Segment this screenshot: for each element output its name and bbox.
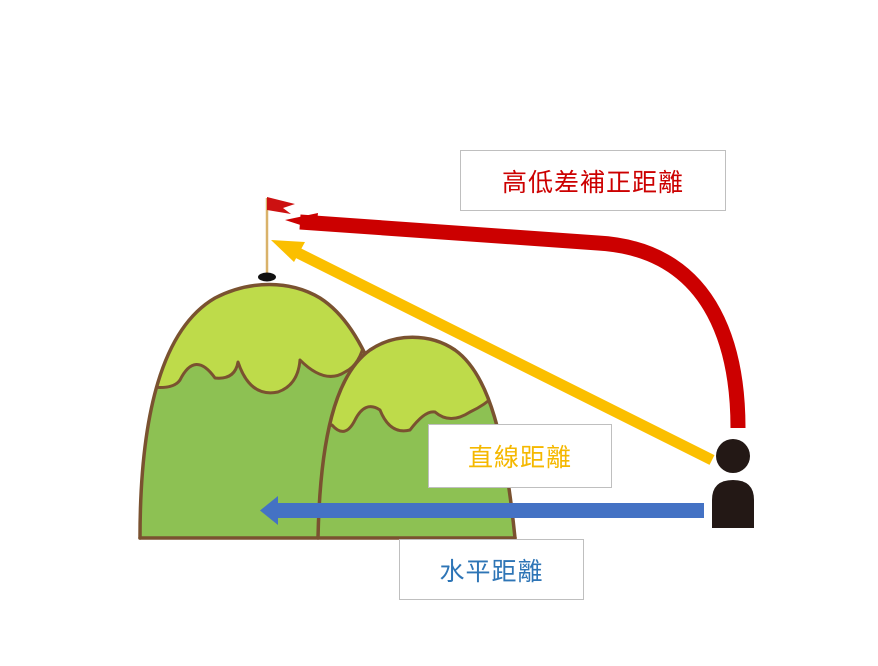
person-body <box>712 480 754 528</box>
straight-distance-arrow-head <box>271 240 305 262</box>
golf-hole-icon <box>258 272 276 282</box>
big-hill-cap-edge <box>140 338 367 395</box>
height-corrected-distance-label-box: 高低差補正距離 <box>460 150 726 211</box>
straight-distance-arrow <box>271 240 715 465</box>
straight-distance-arrow-shaft <box>289 245 715 465</box>
straight-distance-label-box: 直線距離 <box>428 424 612 488</box>
person-icon <box>712 439 754 528</box>
flag-cloth <box>267 197 295 214</box>
height-corrected-arrow-head <box>285 213 318 230</box>
horizontal-distance-arrow <box>260 496 704 525</box>
golf-flag-icon <box>265 197 295 276</box>
horizontal-distance-arrow-shaft <box>276 503 704 518</box>
height-corrected-arrow <box>285 213 746 429</box>
small-hill-cap-edge <box>318 393 497 433</box>
height-corrected-distance-label: 高低差補正距離 <box>501 167 684 197</box>
straight-distance-label: 直線距離 <box>467 443 572 472</box>
horizontal-distance-arrow-head <box>260 496 278 525</box>
horizontal-distance-label: 水平距離 <box>439 556 544 586</box>
horizontal-distance-label-box: 水平距離 <box>399 539 584 600</box>
height-corrected-arrow-shaft <box>299 214 746 429</box>
person-head <box>716 439 750 473</box>
